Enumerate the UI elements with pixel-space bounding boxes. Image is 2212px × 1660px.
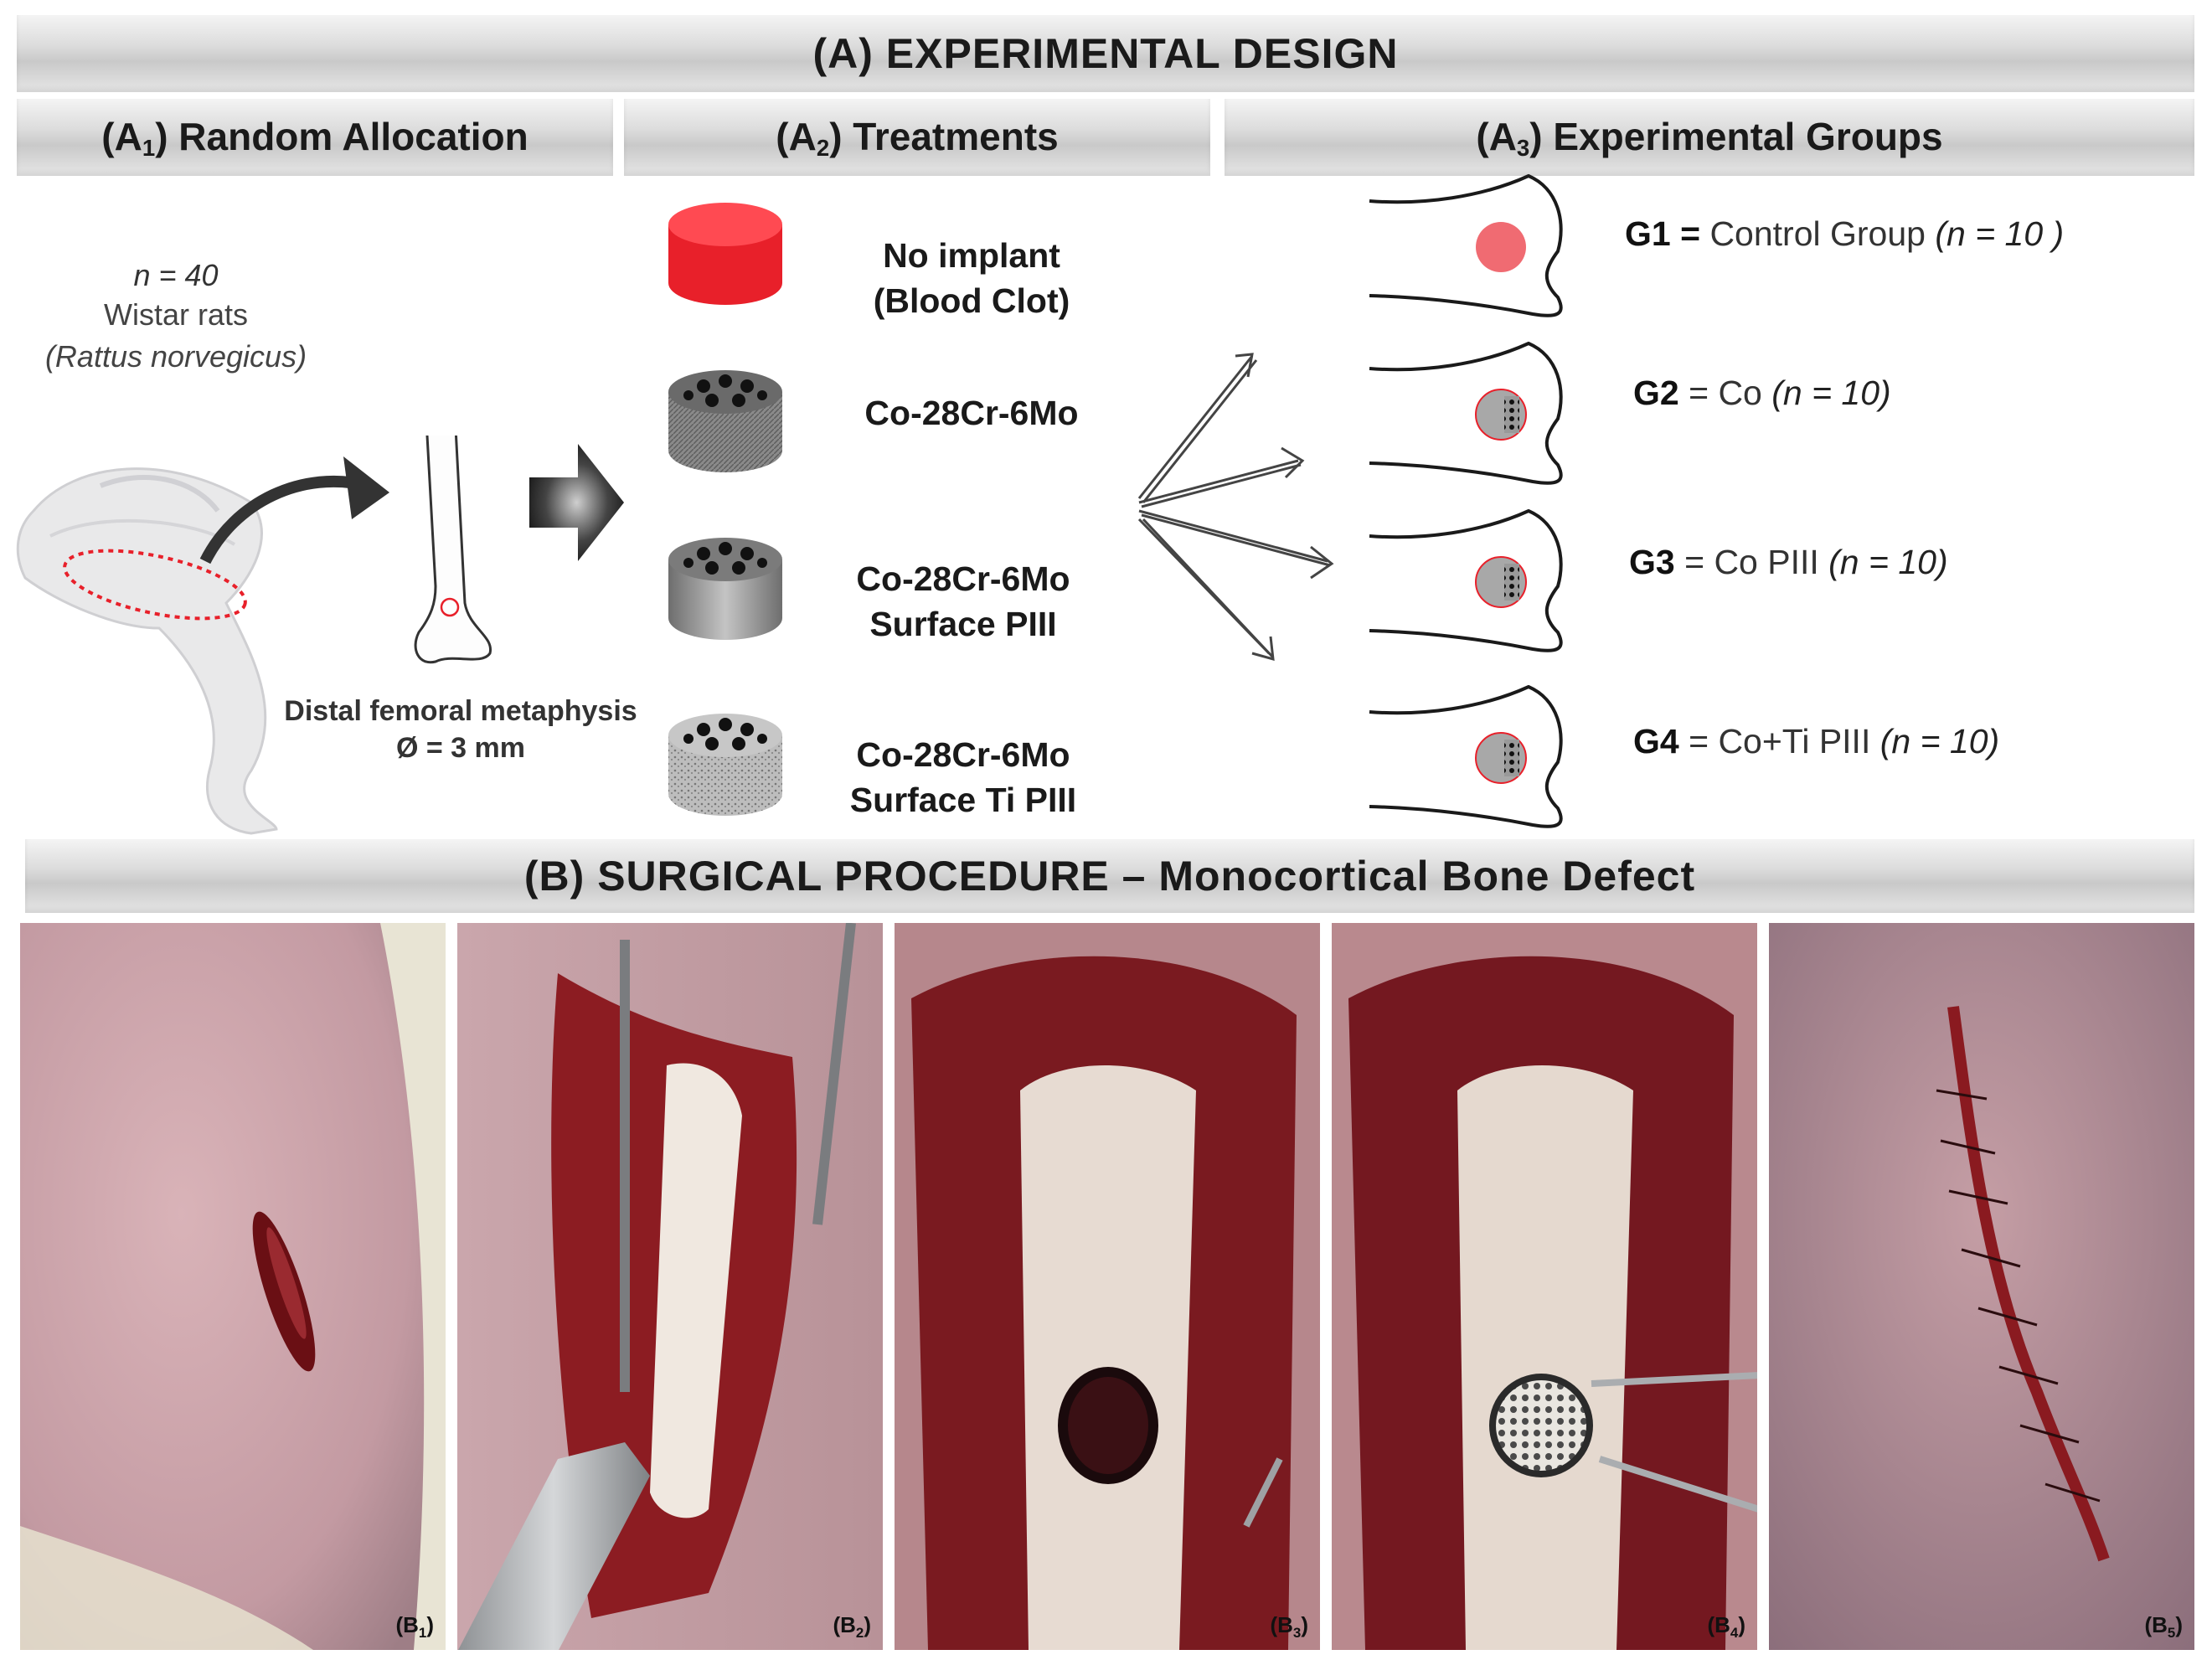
sample-size: n = 40 bbox=[67, 258, 285, 293]
group-2-bone-icon bbox=[1369, 341, 1563, 485]
allocation-arrows bbox=[1137, 353, 1334, 662]
co-cr-mo-cylinder-icon bbox=[668, 370, 782, 472]
photo-b2-exposure: (B2) bbox=[456, 921, 884, 1652]
group-4-label: G4 = Co+Ti PIII (n = 10) bbox=[1633, 722, 2000, 760]
block-arrow-icon bbox=[529, 444, 624, 561]
section-a-title: (A) EXPERIMENTAL DESIGN bbox=[812, 30, 1399, 77]
species-latin: (Rattus norvegicus) bbox=[44, 339, 307, 374]
group-1-label: G1 = Control Group (n = 10 ) bbox=[1625, 214, 2065, 253]
co-cr-mo-piii-cylinder-icon bbox=[668, 538, 782, 640]
group-1-bone-icon bbox=[1369, 173, 1563, 317]
photo-b2-tag: (B2) bbox=[833, 1611, 871, 1641]
sample-size-text: n = 40 bbox=[133, 258, 219, 292]
treatment-1-label: No implant(Blood Clot) bbox=[873, 236, 1070, 320]
group-4-bone-icon bbox=[1369, 684, 1563, 828]
blood-clot-cylinder-icon bbox=[668, 203, 782, 305]
photo-b1-tag: (B1) bbox=[395, 1611, 434, 1641]
section-b-title: (B) SURGICAL PROCEDURE – Monocortical Bo… bbox=[523, 853, 1696, 900]
rat-femur-illustration bbox=[16, 436, 624, 835]
group-2-label: G2 = Co (n = 10) bbox=[1633, 374, 1891, 412]
photo-b5-suture: (B5) bbox=[1767, 921, 2196, 1652]
column-a3-title: (A3) Experimental Groups bbox=[1476, 114, 1943, 161]
section-b-header: (B) SURGICAL PROCEDURE – Monocortical Bo… bbox=[25, 839, 2194, 913]
column-a3-header: (A3) Experimental Groups bbox=[1225, 99, 2194, 176]
group-3-label: G3 = Co PIII (n = 10) bbox=[1629, 543, 1948, 581]
column-a1-header: (A1) Random Allocation bbox=[17, 99, 613, 176]
group-bone-diagrams bbox=[1369, 173, 1563, 828]
photo-b3-tag: (B3) bbox=[1270, 1611, 1308, 1641]
photo-b4-image bbox=[1332, 923, 1757, 1650]
curved-arrow-head-icon bbox=[343, 456, 389, 519]
photo-b5-tag: (B5) bbox=[2144, 1611, 2183, 1641]
photo-b5-image bbox=[1769, 923, 2194, 1650]
curved-arrow-icon bbox=[199, 475, 370, 565]
species-label: Wistar rats bbox=[103, 297, 248, 332]
photo-b4-tag: (B4) bbox=[1707, 1611, 1745, 1641]
photo-b1-incision: (B1) bbox=[18, 921, 447, 1652]
section-a-header: (A) EXPERIMENTAL DESIGN bbox=[17, 15, 2194, 92]
site-line-2: Ø = 3 mm bbox=[395, 732, 525, 764]
group-3-bone-icon bbox=[1369, 508, 1563, 652]
photo-b4-implant-placement: (B4) bbox=[1330, 921, 1759, 1652]
photo-b1-image bbox=[20, 923, 446, 1650]
treatment-cylinders bbox=[668, 203, 782, 816]
photo-b3-bone-defect: (B3) bbox=[893, 921, 1322, 1652]
femur-icon bbox=[414, 436, 492, 664]
photo-b2-image bbox=[457, 923, 883, 1650]
column-a2-header: (A2) Treatments bbox=[624, 99, 1210, 176]
site-line-1: Distal femoral metaphysis bbox=[284, 695, 637, 727]
co-cr-mo-ti-piii-cylinder-icon bbox=[668, 714, 782, 816]
treatment-2-label: Co-28Cr-6Mo bbox=[864, 394, 1079, 432]
photo-b3-image bbox=[895, 923, 1320, 1650]
column-a2-title: (A2) Treatments bbox=[776, 114, 1059, 161]
column-a1-title: (A1) Random Allocation bbox=[101, 114, 529, 161]
